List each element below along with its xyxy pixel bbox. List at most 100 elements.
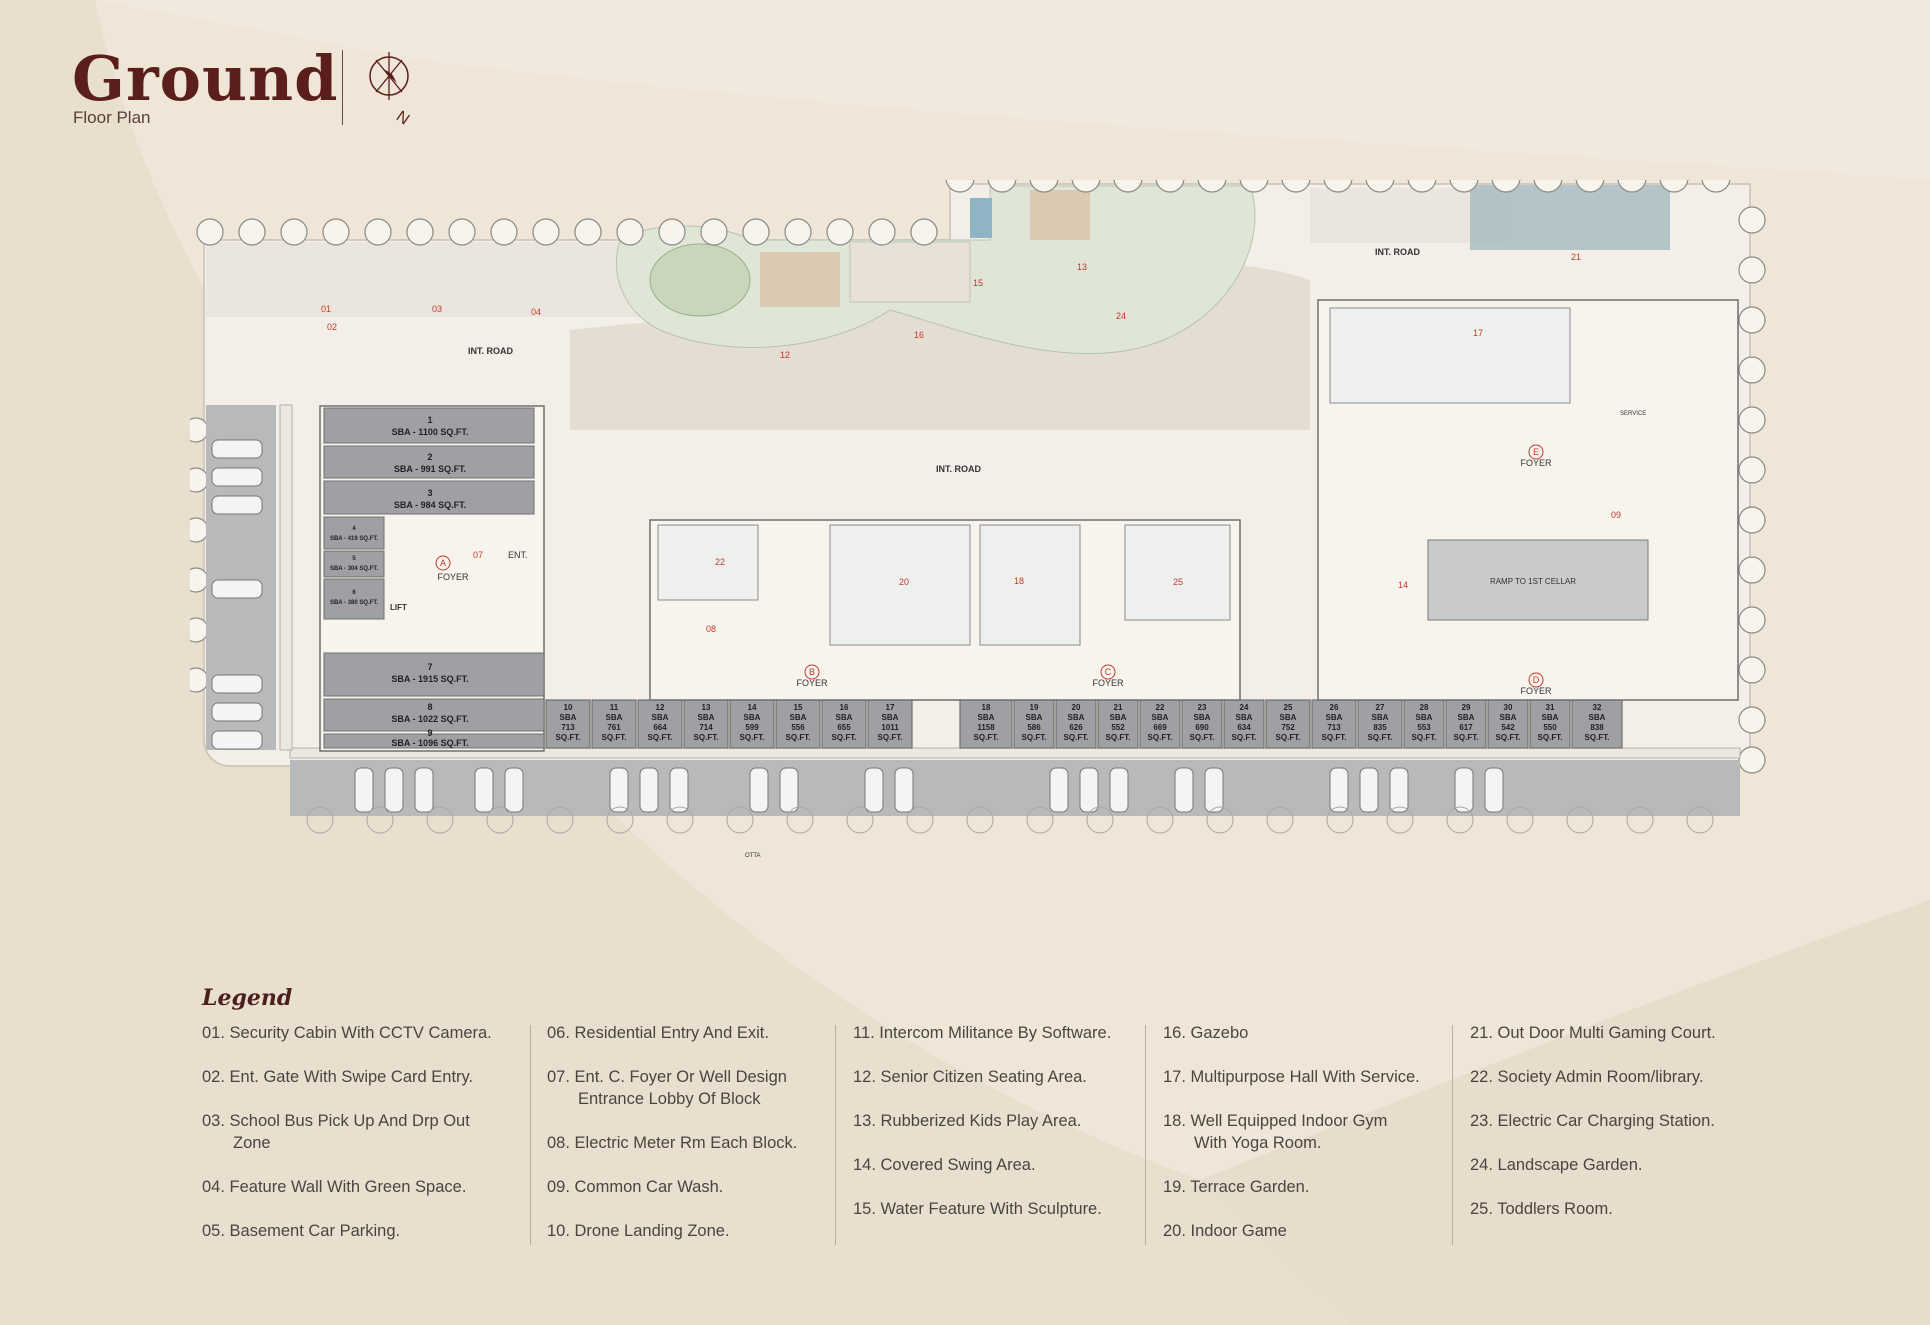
legend-text: 11. Intercom Militance By Software. [853, 1024, 1112, 1042]
marker-13: 13 [1077, 262, 1087, 272]
legend-column-2: 06. Residential Entry And Exit. 07. Ent.… [547, 1022, 797, 1264]
shop-19-area: 586 [1027, 723, 1041, 732]
unit-1-shape [323, 407, 535, 444]
shop-26-area: 713 [1327, 723, 1341, 732]
shop-12-area: 664 [653, 723, 667, 732]
foyer-a-letter: A [440, 558, 446, 568]
unit-8-shape [323, 698, 545, 732]
shop-11-sba: SBA [606, 713, 623, 722]
legend-item: 25. Toddlers Room. [1470, 1198, 1716, 1220]
shop-14-sba: SBA [744, 713, 761, 722]
unit-6-area: SBA - 380 SQ.FT. [330, 600, 378, 606]
shop-24-area: 634 [1237, 723, 1251, 732]
ramp-to-cellar [1427, 539, 1649, 621]
legend-item: 12. Senior Citizen Seating Area. [853, 1066, 1111, 1088]
legend-text: 03. School Bus Pick Up And Drp Out [202, 1112, 470, 1130]
shop-28-number: 28 [1420, 703, 1429, 712]
marker-14: 14 [1398, 580, 1408, 590]
legend-text: 19. Terrace Garden. [1163, 1178, 1310, 1196]
foyer-d-label: FOYER [1520, 686, 1552, 696]
legend-divider [835, 1025, 836, 1245]
shop-10-unit: SQ.FT. [556, 733, 581, 742]
shop-14-unit: SQ.FT. [740, 733, 765, 742]
shop-23-number: 23 [1198, 703, 1207, 712]
legend-title: Legend [202, 985, 293, 1011]
unit-2-shape [323, 445, 535, 479]
marker-25: 25 [1173, 577, 1183, 587]
road-label-1: INT. ROAD [468, 346, 514, 356]
shop-17-number: 17 [886, 703, 895, 712]
shop-18-sba: SBA [978, 713, 995, 722]
legend-text: 06. Residential Entry And Exit. [547, 1024, 769, 1042]
kids-play-area [1030, 190, 1090, 240]
legend-text: 18. Well Equipped Indoor Gym [1163, 1112, 1388, 1130]
shop-32-unit: SQ.FT. [1585, 733, 1610, 742]
foyer-d-letter: D [1533, 675, 1540, 685]
compass-north-label: N [393, 108, 412, 126]
unit-7-number: 7 [427, 662, 432, 672]
shop-18-unit: SQ.FT. [974, 733, 999, 742]
shop-32-number: 32 [1593, 703, 1602, 712]
shop-15-unit: SQ.FT. [786, 733, 811, 742]
shop-30-area: 542 [1501, 723, 1515, 732]
shop-27-number: 27 [1376, 703, 1385, 712]
unit-3-shape [323, 480, 535, 515]
shop-16-unit: SQ.FT. [832, 733, 857, 742]
otta-label: OTTA [745, 853, 761, 859]
legend-item: 09. Common Car Wash. [547, 1176, 797, 1198]
unit-4-number: 4 [352, 526, 356, 532]
shop-23-area: 690 [1195, 723, 1209, 732]
gazebo-area [849, 241, 971, 303]
shop-25-sba: SBA [1280, 713, 1297, 722]
legend-text: 23. Electric Car Charging Station. [1470, 1112, 1715, 1130]
shop-20-area: 626 [1069, 723, 1083, 732]
tree-row-top [196, 180, 1731, 246]
shop-25-area: 752 [1281, 723, 1295, 732]
marker-15: 15 [973, 278, 983, 288]
shop-row-b [959, 699, 1623, 749]
unit-9-area: SBA - 1096 SQ.FT. [391, 738, 468, 748]
road-label-3: INT. ROAD [1375, 247, 1421, 257]
marker-03: 03 [432, 304, 442, 314]
title-divider [342, 50, 343, 125]
foyer-b-letter: B [809, 667, 815, 677]
legend-item: 15. Water Feature With Sculpture. [853, 1198, 1111, 1220]
unit-8-area: SBA - 1022 SQ.FT. [391, 714, 468, 724]
unit-7-shape [323, 652, 545, 697]
unit-5-shape [323, 550, 385, 578]
shop-16-area: 655 [837, 723, 851, 732]
foyer-e-label: FOYER [1520, 458, 1552, 468]
shop-23-unit: SQ.FT. [1190, 733, 1215, 742]
shop-29-number: 29 [1462, 703, 1471, 712]
shop-22-number: 22 [1156, 703, 1165, 712]
marker-20: 20 [899, 577, 909, 587]
legend-text-continued: Entrance Lobby Of Block [578, 1090, 761, 1108]
shop-12-sba: SBA [652, 713, 669, 722]
legend-text: 20. Indoor Game [1163, 1222, 1287, 1240]
legend-divider [1145, 1025, 1146, 1245]
unit-5-area: SBA - 304 SQ.FT. [330, 566, 378, 572]
shop-18-number: 18 [982, 703, 991, 712]
shop-28-sba: SBA [1416, 713, 1433, 722]
legend-item: 08. Electric Meter Rm Each Block. [547, 1132, 797, 1154]
lift-label: LIFT [390, 603, 407, 612]
shop-27-unit: SQ.FT. [1368, 733, 1393, 742]
ramp-label: RAMP TO 1ST CELLAR [1490, 577, 1576, 586]
legend-text: 10. Drone Landing Zone. [547, 1222, 730, 1240]
unit-4-area: SBA - 419 SQ.FT. [330, 536, 378, 542]
unit-6-number: 6 [352, 590, 356, 596]
marker-07: 07 [473, 550, 483, 560]
road-label-2: INT. ROAD [936, 464, 982, 474]
legend-item: 02. Ent. Gate With Swipe Card Entry. [202, 1066, 492, 1088]
legend-item: 20. Indoor Game [1163, 1220, 1420, 1242]
legend-item: 11. Intercom Militance By Software. [853, 1022, 1111, 1044]
shop-24-number: 24 [1240, 703, 1249, 712]
legend-text: 12. Senior Citizen Seating Area. [853, 1068, 1087, 1086]
legend-item: 14. Covered Swing Area. [853, 1154, 1111, 1176]
legend-column-1: 01. Security Cabin With CCTV Camera. 02.… [202, 1022, 492, 1264]
legend-text: 14. Covered Swing Area. [853, 1156, 1036, 1174]
foyer-c-letter: C [1105, 667, 1112, 677]
shop-20-unit: SQ.FT. [1064, 733, 1089, 742]
shop-21-unit: SQ.FT. [1106, 733, 1131, 742]
